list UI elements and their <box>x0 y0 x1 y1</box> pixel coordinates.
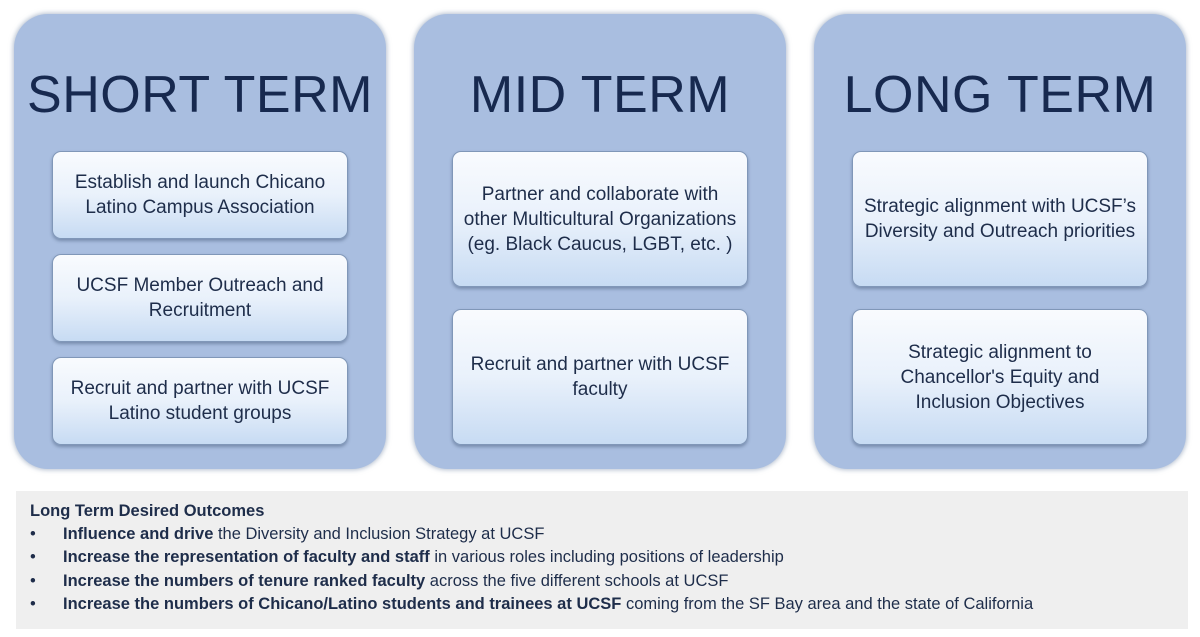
outcomes-list: • Influence and drive the Diversity and I… <box>30 523 1188 617</box>
mid-term-panel: MID TERM Partner and collaborate with ot… <box>414 14 786 469</box>
outcome-text: the Diversity and Inclusion Strategy at … <box>213 525 545 543</box>
bullet-icon: • <box>30 595 36 614</box>
short-term-title: SHORT TERM <box>27 66 373 124</box>
short-term-item-text: Establish and launch Chicano Latino Camp… <box>74 172 326 218</box>
long-term-item: Strategic alignment with UCSF’s Diversit… <box>852 151 1148 287</box>
long-term-panel: LONG TERM Strategic alignment with UCSF’… <box>814 14 1186 469</box>
outcome-text: coming from the SF Bay area and the stat… <box>621 595 1034 614</box>
outcome-bold-text: Increase the numbers of Chicano/Latino s… <box>63 595 622 614</box>
outcome-item: • Increase the representation of faculty … <box>30 546 1188 569</box>
short-term-panel: SHORT TERM Establish and launch Chicano … <box>14 14 386 469</box>
mid-term-item-text: Recruit and partner with UCSF faculty <box>470 354 730 400</box>
long-term-item-text: Strategic alignment with UCSF’s Diversit… <box>863 196 1137 242</box>
short-term-item: UCSF Member Outreach and Recruitment <box>52 254 348 342</box>
short-term-item-text: Recruit and partner with UCSF Latino stu… <box>70 378 330 424</box>
short-term-item-text: UCSF Member Outreach and Recruitment <box>76 275 324 321</box>
mid-term-item: Partner and collaborate with other Multi… <box>452 151 748 287</box>
long-term-item-text: Strategic alignment to Chancellor's Equi… <box>900 341 1100 413</box>
outcomes-heading: Long Term Desired Outcomes <box>30 502 265 520</box>
outcome-bold-text: Increase the numbers of tenure ranked fa… <box>63 571 426 590</box>
outcome-bold-text: Increase the representation of faculty a… <box>63 548 430 567</box>
bullet-icon: • <box>30 548 36 567</box>
mid-term-item-text: Partner and collaborate with other Multi… <box>463 183 737 255</box>
bullet-icon: • <box>30 571 36 590</box>
desired-outcomes-box: Long Term Desired Outcomes • Influence an… <box>16 491 1188 629</box>
mid-term-title: MID TERM <box>469 66 731 124</box>
outcome-bold-text: Influence and drive <box>63 525 214 543</box>
mid-term-item: Recruit and partner with UCSF faculty <box>452 309 748 445</box>
outcome-item: • Increase the numbers of tenure ranked f… <box>30 570 1188 593</box>
outcome-item: • Increase the numbers of Chicano/Latino … <box>30 593 1188 616</box>
short-term-item: Establish and launch Chicano Latino Camp… <box>52 151 348 239</box>
outcome-item: • Influence and drive the Diversity and I… <box>30 523 1188 546</box>
long-term-item: Strategic alignment to Chancellor's Equi… <box>852 309 1148 445</box>
bullet-icon: • <box>30 525 36 543</box>
short-term-item: Recruit and partner with UCSF Latino stu… <box>52 357 348 445</box>
long-term-title: LONG TERM <box>843 66 1157 124</box>
outcome-text: in various roles including positions of … <box>429 548 784 567</box>
outcome-text: across the five different schools at UCS… <box>425 571 729 590</box>
